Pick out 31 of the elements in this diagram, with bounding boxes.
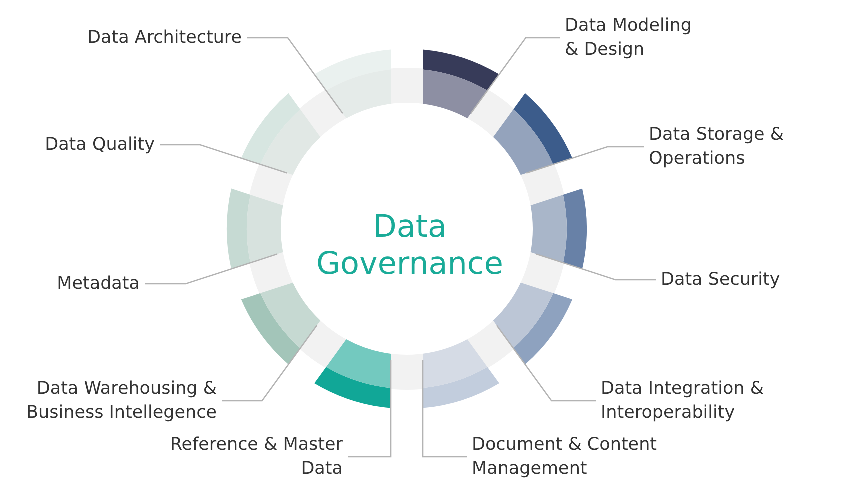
segment-label: Data Quality: [45, 133, 155, 157]
ring-segment: [530, 188, 587, 270]
leader-line: [145, 254, 278, 285]
ring-segment: [314, 340, 391, 408]
segment-label: Data Architecture: [88, 26, 242, 50]
leader-line: [422, 360, 467, 458]
segment-label: Metadata: [57, 272, 140, 296]
leader-line: [496, 325, 596, 402]
leader-line: [470, 37, 560, 114]
ring-segment: [227, 188, 284, 270]
segment-label: Reference & Master Data: [169, 433, 343, 481]
segment-label: Data Modeling & Design: [565, 14, 693, 62]
hub-title: Data Governance: [316, 209, 504, 283]
ring-segment: [423, 340, 500, 408]
segment-label: Document & Content Management: [472, 433, 659, 481]
leader-line: [160, 144, 288, 174]
ring-segment: [241, 282, 321, 365]
segment-label: Data Security: [661, 268, 780, 292]
ring-segment: [314, 50, 391, 118]
segment-label: Data Storage & Operations: [649, 123, 786, 171]
ring-segment: [493, 93, 573, 176]
leader-line: [222, 325, 318, 402]
leader-line: [348, 360, 392, 458]
ring-segment: [493, 282, 573, 365]
segment-label: Data Integration & Interoperability: [601, 377, 765, 425]
leader-line: [526, 146, 644, 174]
segment-label: Data Warehousing & Business Intellegence: [25, 377, 217, 425]
ring-segment: [241, 93, 321, 176]
ring-segment: [423, 50, 500, 118]
leader-line: [247, 37, 344, 114]
leader-line: [536, 254, 656, 281]
